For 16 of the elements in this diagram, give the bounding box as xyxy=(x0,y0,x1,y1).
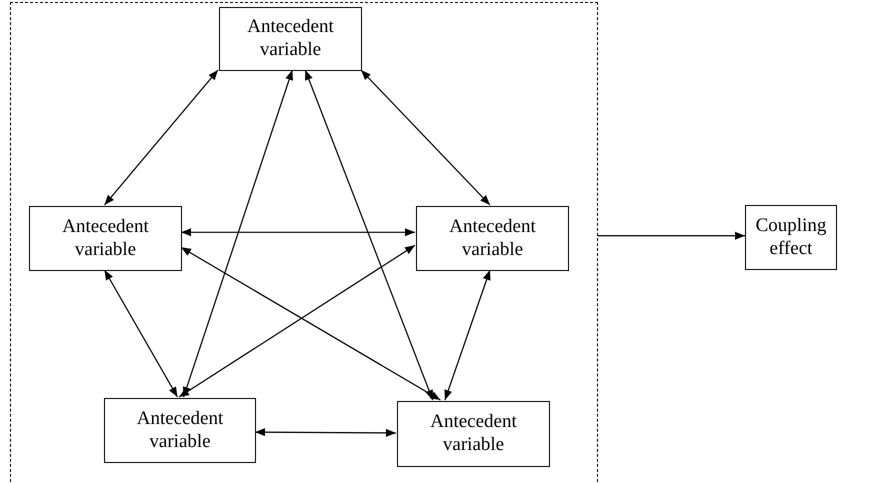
variable-box: Antecedent variable xyxy=(104,398,256,463)
variable-box: Antecedent variable xyxy=(416,206,569,271)
arrow xyxy=(360,70,490,206)
arrow xyxy=(304,70,434,400)
variable-box: Antecedent variable xyxy=(219,7,362,71)
arrow xyxy=(181,228,415,236)
arrow xyxy=(182,70,293,398)
variable-box: Antecedent variable xyxy=(397,401,550,467)
arrow xyxy=(104,270,178,398)
arrow xyxy=(104,70,218,206)
arrow xyxy=(598,232,745,240)
arrow xyxy=(444,270,491,400)
variable-box: Coupling effect xyxy=(745,205,837,270)
dashed-boundary xyxy=(10,2,598,482)
variable-box: Antecedent variable xyxy=(29,206,182,271)
arrow xyxy=(255,428,396,437)
